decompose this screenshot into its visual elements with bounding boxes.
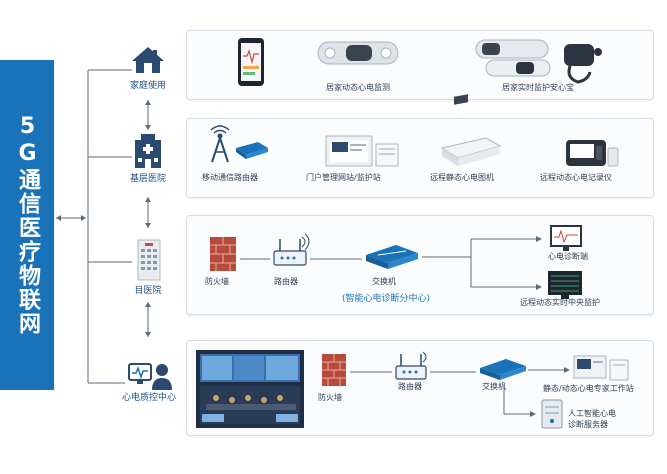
label-mobile-router: 移动通信路由器 [202,173,258,182]
label-home-realtime: 居家实时监护安心宝 [502,83,574,92]
category-home [128,44,168,78]
banner-title: 5G通信医疗物联网 [15,114,40,336]
diagnosis-terminal-icon [550,225,582,251]
firewall-icon [210,237,236,271]
switch-icon [480,359,526,380]
label-center-firewall: 防火墙 [318,393,342,402]
router-icon [273,233,310,266]
switch-icon [366,245,418,269]
title-banner: 5G通信医疗物联网 [0,60,54,390]
label-diagnosis-terminal: 心电诊断端 [548,252,588,261]
realtime-monitor-icon [475,39,602,84]
ecg-patch-icon [317,41,399,65]
central-monitor-icon [548,271,582,299]
label-home-ecg: 居家动态心电监测 [326,83,390,92]
category-center [128,360,172,394]
tower-building-icon [137,239,161,281]
label-center-router: 路由器 [398,382,422,391]
label-portal-site: 门户管理网站/监护站 [306,173,381,182]
holter-recorder-icon [566,140,619,167]
phone-icon [238,38,264,86]
router-icon [395,351,427,380]
label-center-switch: 交换机 [482,382,506,391]
panel-primary-devices [210,94,619,167]
label-switch: 交换机 [372,277,396,286]
label-central-monitor: 远程动态实时中央监护 [520,298,600,307]
label-static-ecg: 远程静态心电图机 [430,173,494,182]
label-ai-server-line2: 诊断服务器 [568,420,608,429]
firewall-icon [322,354,346,386]
category-hospital [136,238,162,284]
expert-workstation-icon [573,355,629,381]
label-ai-server-line1: 人工智能心电 [568,409,616,418]
category-hospital-label: 目医院 [134,286,162,296]
panel-hospital-network [210,225,582,299]
panel-home-devices [238,38,602,86]
ecg-machine-icon [440,94,502,166]
category-center-label: 心电质控中心 [121,393,176,403]
category-primary-label: 基层医院 [129,174,166,184]
house-icon [132,47,164,73]
label-router: 路由器 [274,277,298,286]
hospital-building-icon [135,134,161,168]
category-home-label: 家庭使用 [129,81,166,91]
label-firewall: 防火墙 [205,277,229,286]
ai-server-icon [541,399,563,429]
portal-monitor-icon [325,135,399,167]
label-expert-station: 静态/动态心电专家工作站 [543,384,634,393]
label-dynamic-ecg: 远程动态心电记录仪 [540,173,612,182]
panel-center-network [196,350,629,429]
label-diagnosis-center: (智能心电诊断分中心) [342,294,431,304]
category-primary [132,132,164,172]
control-room-photo [196,350,304,428]
doctor-monitor-icon [128,363,172,390]
antenna-router-icon [210,125,268,163]
